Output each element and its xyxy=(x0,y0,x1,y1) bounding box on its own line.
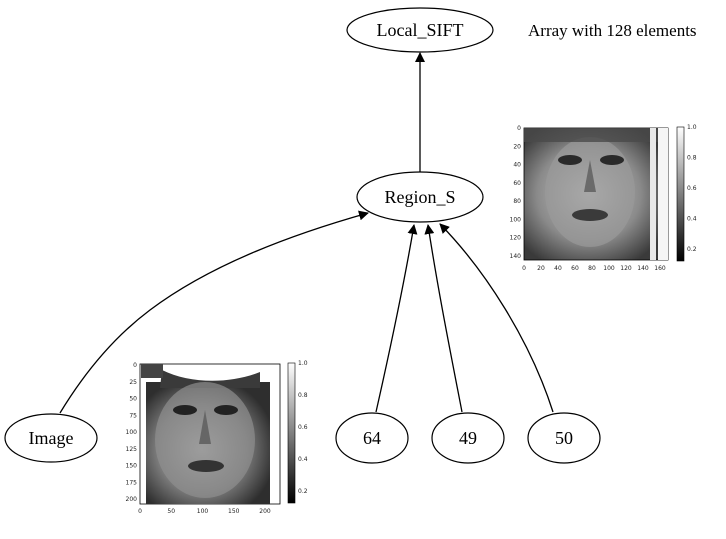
image-colorbar-tick: 0.2 xyxy=(298,488,308,495)
region-y-tick: 60 xyxy=(513,180,521,187)
node-49: 49 xyxy=(431,412,505,464)
region-y-tick: 80 xyxy=(513,198,521,205)
region-face-plot: 0 20 40 60 80 100 120 140 160 0 20 40 60 80 100 120 140 1… xyxy=(510,124,697,272)
image-x-tick: 150 xyxy=(228,508,240,515)
region-x-tick: 100 xyxy=(603,265,615,272)
node-label-49: 49 xyxy=(459,428,477,448)
node-50: 50 xyxy=(527,412,601,464)
region-colorbar-tick: 0.6 xyxy=(687,185,697,192)
image-colorbar xyxy=(287,362,296,504)
image-y-tick: 150 xyxy=(126,463,138,470)
image-colorbar-tick: 0.6 xyxy=(298,424,308,431)
edge-49-to-region xyxy=(424,224,463,413)
edge-64-to-region xyxy=(375,224,418,413)
image-colorbar-tick: 1.0 xyxy=(298,360,308,367)
region-y-tick: 0 xyxy=(517,125,521,132)
region-x-tick: 80 xyxy=(588,265,596,272)
image-y-tick: 100 xyxy=(126,429,138,436)
region-y-tick: 140 xyxy=(510,253,522,260)
node-64: 64 xyxy=(335,412,409,464)
node-label-local-sift: Local_SIFT xyxy=(377,20,464,40)
node-image: Image xyxy=(4,413,98,463)
image-colorbar-tick: 0.4 xyxy=(298,456,308,463)
region-colorbar-tick: 0.4 xyxy=(687,216,697,223)
node-label-50: 50 xyxy=(555,428,573,448)
image-y-tick: 25 xyxy=(129,379,137,386)
region-x-tick: 120 xyxy=(620,265,632,272)
edge-image-to-region xyxy=(59,210,369,414)
node-region-s: Region_S xyxy=(356,171,484,223)
region-y-tick: 20 xyxy=(513,143,521,150)
image-x-tick: 100 xyxy=(197,508,209,515)
image-x-tick: 50 xyxy=(167,508,175,515)
region-colorbar xyxy=(676,126,685,262)
node-local-sift: Local_SIFT xyxy=(346,7,494,53)
edge-50-to-region xyxy=(439,223,554,413)
node-label-region-s: Region_S xyxy=(384,187,455,207)
node-label-64: 64 xyxy=(363,428,381,448)
region-colorbar-tick: 0.2 xyxy=(687,246,697,253)
region-x-tick: 160 xyxy=(654,265,666,272)
node-label-image: Image xyxy=(29,428,74,448)
region-colorbar-tick: 1.0 xyxy=(687,124,697,131)
region-x-tick: 0 xyxy=(522,265,526,272)
image-x-tick: 200 xyxy=(259,508,271,515)
region-y-tick: 120 xyxy=(510,235,522,242)
image-y-tick: 175 xyxy=(126,479,138,486)
image-colorbar-tick: 0.8 xyxy=(298,392,308,399)
image-y-tick: 0 xyxy=(133,362,137,369)
region-x-tick: 40 xyxy=(554,265,562,272)
region-x-tick: 20 xyxy=(537,265,545,272)
image-y-tick: 50 xyxy=(129,396,137,403)
image-y-tick: 200 xyxy=(126,496,138,503)
region-y-tick: 100 xyxy=(510,216,522,223)
region-x-tick: 60 xyxy=(571,265,579,272)
region-y-tick: 40 xyxy=(513,162,521,169)
region-x-tick: 140 xyxy=(637,265,649,272)
image-x-tick: 0 xyxy=(138,508,142,515)
image-y-tick: 75 xyxy=(129,412,137,419)
edges xyxy=(59,52,554,414)
image-y-tick: 125 xyxy=(126,446,138,453)
region-colorbar-tick: 0.8 xyxy=(687,155,697,162)
annotation-array-size: Array with 128 elements xyxy=(528,21,697,40)
